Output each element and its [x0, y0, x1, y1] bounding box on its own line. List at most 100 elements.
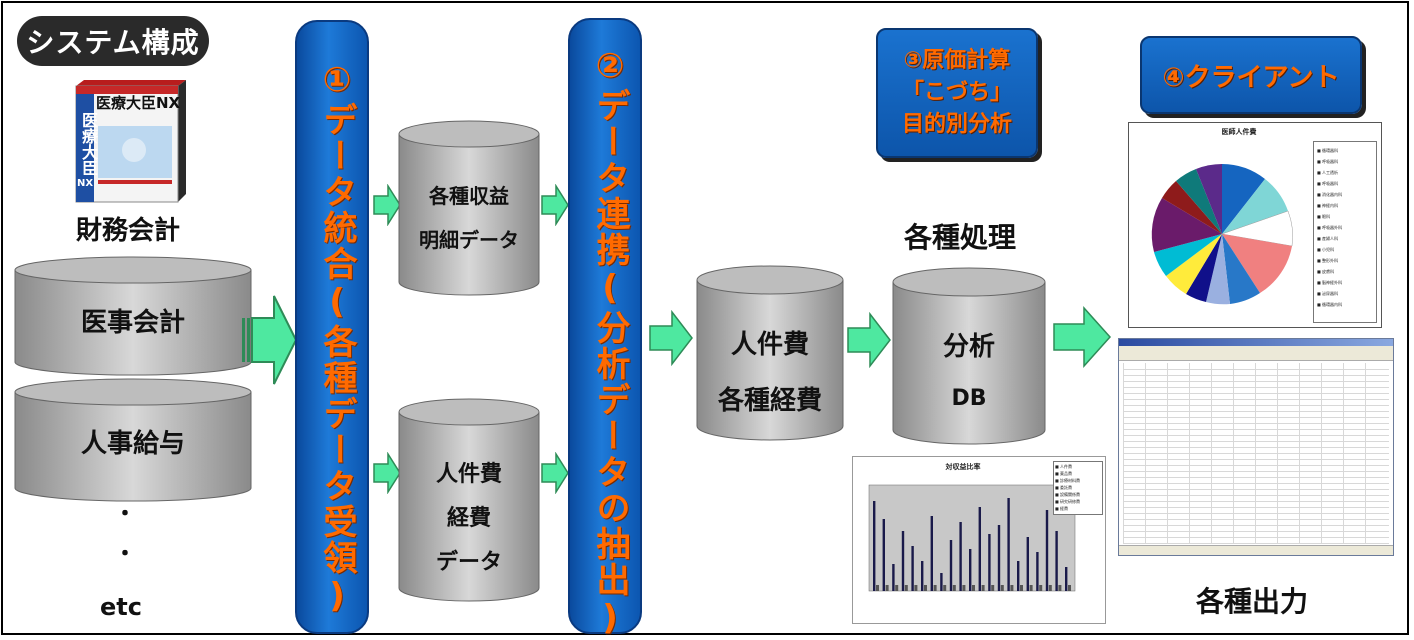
- sheet-row: [1123, 489, 1389, 496]
- sheet-row: [1123, 405, 1389, 412]
- sheet-row: [1123, 363, 1389, 370]
- pie-legend-item: ■ 消化器内科: [1317, 192, 1343, 197]
- ratio-bar: [1017, 561, 1020, 591]
- sheet-col: [1233, 363, 1234, 543]
- arrow-bar2-to-personnel: [648, 309, 694, 367]
- ratio-bar: [1055, 531, 1058, 591]
- financial-accounting-label: 財務会計: [75, 216, 180, 246]
- analysis-db-cylinder: [892, 266, 1046, 446]
- pie-legend-item: ■ 循環器内科: [1317, 302, 1343, 307]
- ratio-bar: [901, 531, 905, 591]
- sheet-col: [1365, 363, 1366, 543]
- bar-legend-item: ■ 経費: [1055, 506, 1069, 511]
- pie-legend-item: ■ 循環器科: [1317, 148, 1339, 153]
- expense-data-cylinder: [398, 398, 540, 602]
- product-box-image: [62, 76, 192, 206]
- output-label: 各種出力: [1196, 585, 1309, 618]
- sheet-row: [1123, 387, 1389, 394]
- ratio-bar: [1065, 567, 1068, 591]
- ratio-bar: [1045, 510, 1049, 591]
- revenue-detail-line1: 各種収益: [429, 184, 509, 208]
- spreadsheet-toolbar: [1119, 346, 1393, 361]
- personnel-line2: 各種経費: [717, 386, 822, 416]
- cost-calculation-box: ③原価計算 「こづち」 目的別分析: [876, 28, 1038, 158]
- sheet-row: [1123, 399, 1389, 406]
- product-vertical-text: 医療大臣: [79, 112, 98, 176]
- ratio-bar-minor: [924, 585, 927, 591]
- processing-label: 各種処理: [904, 221, 1017, 254]
- pie-legend-item: ■ 産婦人科: [1317, 236, 1339, 241]
- arrow-to-revenue: [372, 183, 402, 227]
- ratio-bar-minor: [1039, 585, 1043, 591]
- ratio-bar: [882, 519, 885, 591]
- pie-legend-item: ■ 呼吸器科: [1317, 181, 1339, 186]
- pie-chart-title: 医師人件費: [1221, 128, 1257, 136]
- data-linkage-bar: [568, 18, 642, 634]
- sheet-row: [1123, 531, 1389, 538]
- sheet-col: [1123, 363, 1124, 543]
- arrow-to-expense: [372, 451, 402, 495]
- ellipsis-dot-1: ・: [114, 502, 137, 527]
- sheet-row: [1123, 447, 1389, 454]
- ratio-bar: [940, 573, 943, 591]
- pie-legend-item: ■ 神経内科: [1317, 203, 1339, 208]
- sheet-col: [1211, 363, 1212, 543]
- sheet-row: [1123, 369, 1389, 376]
- personnel-expense-cylinder: [696, 264, 844, 442]
- medical-accounting-label: 医事会計: [80, 308, 185, 338]
- pie-legend-item: ■ 泌尿器科: [1317, 291, 1339, 296]
- sheet-col: [1277, 363, 1278, 543]
- bar-graphic: [868, 484, 1076, 592]
- system-config-badge: システム構成: [17, 16, 209, 66]
- ratio-bar: [997, 525, 1001, 591]
- cost-calculation-line2: 「こづち」: [901, 80, 1012, 105]
- ratio-bar-minor: [981, 585, 985, 591]
- cost-calculation-line1: ③原価計算: [903, 48, 1011, 73]
- medical-accounting-cylinder: [14, 256, 252, 376]
- sheet-row: [1123, 375, 1389, 382]
- sheet-row: [1123, 465, 1389, 472]
- pie-legend-item: ■ 人工透析: [1317, 170, 1339, 175]
- sheet-row: [1123, 411, 1389, 418]
- ratio-bar-minor: [962, 585, 966, 591]
- sheet-row: [1123, 441, 1389, 448]
- product-brand-text: 医療大臣NX: [96, 94, 181, 112]
- ratio-bar-minor: [885, 585, 889, 591]
- expense-data-line1: 人件費: [435, 462, 502, 487]
- pie-legend-item: ■ 呼吸器外科: [1317, 225, 1343, 230]
- sheet-row: [1123, 435, 1389, 442]
- sheet-col: [1255, 363, 1256, 543]
- ratio-bar-minor: [933, 585, 937, 591]
- sheet-row: [1123, 381, 1389, 388]
- analysis-line1: 分析: [942, 332, 995, 362]
- ratio-bar-minor: [876, 585, 879, 591]
- sheet-row: [1123, 483, 1389, 490]
- pie-legend-item: ■ 皮膚科: [1317, 269, 1335, 274]
- ratio-bar-minor: [1000, 585, 1004, 591]
- hr-payroll-label: 人事給与: [80, 429, 185, 459]
- ratio-bar: [911, 546, 914, 591]
- expense-data-line3: データ: [435, 550, 502, 575]
- revenue-detail-line2: 明細データ: [419, 228, 519, 252]
- product-nx-text: NX: [77, 178, 94, 189]
- bar-legend-items: ■ 人件費■ 薬品費■ 診療材料費■ 委託費■ 設備関係費■ 研究研修費■ 経費: [1055, 463, 1101, 512]
- sheet-row: [1123, 423, 1389, 430]
- sheet-row: [1123, 429, 1389, 436]
- bar-legend-item: ■ 研究研修費: [1055, 499, 1081, 504]
- input-arrow: [240, 292, 298, 388]
- arrow-personnel-to-analysis: [846, 311, 892, 369]
- sheet-row: [1123, 525, 1389, 532]
- ratio-bar-minor: [1068, 585, 1071, 591]
- hr-payroll-cylinder: [14, 378, 252, 502]
- ratio-bar: [1007, 498, 1010, 591]
- spreadsheet-grid: [1123, 363, 1389, 544]
- bar-legend-item: ■ 薬品費: [1055, 471, 1073, 476]
- expense-data-line2: 経費: [446, 506, 491, 531]
- ratio-bar-minor: [1029, 585, 1033, 591]
- data-integration-bar: [295, 20, 369, 634]
- bar-legend: [1053, 461, 1103, 515]
- sheet-row: [1123, 471, 1389, 478]
- sheet-row: [1123, 507, 1389, 514]
- sheet-col: [1145, 363, 1146, 543]
